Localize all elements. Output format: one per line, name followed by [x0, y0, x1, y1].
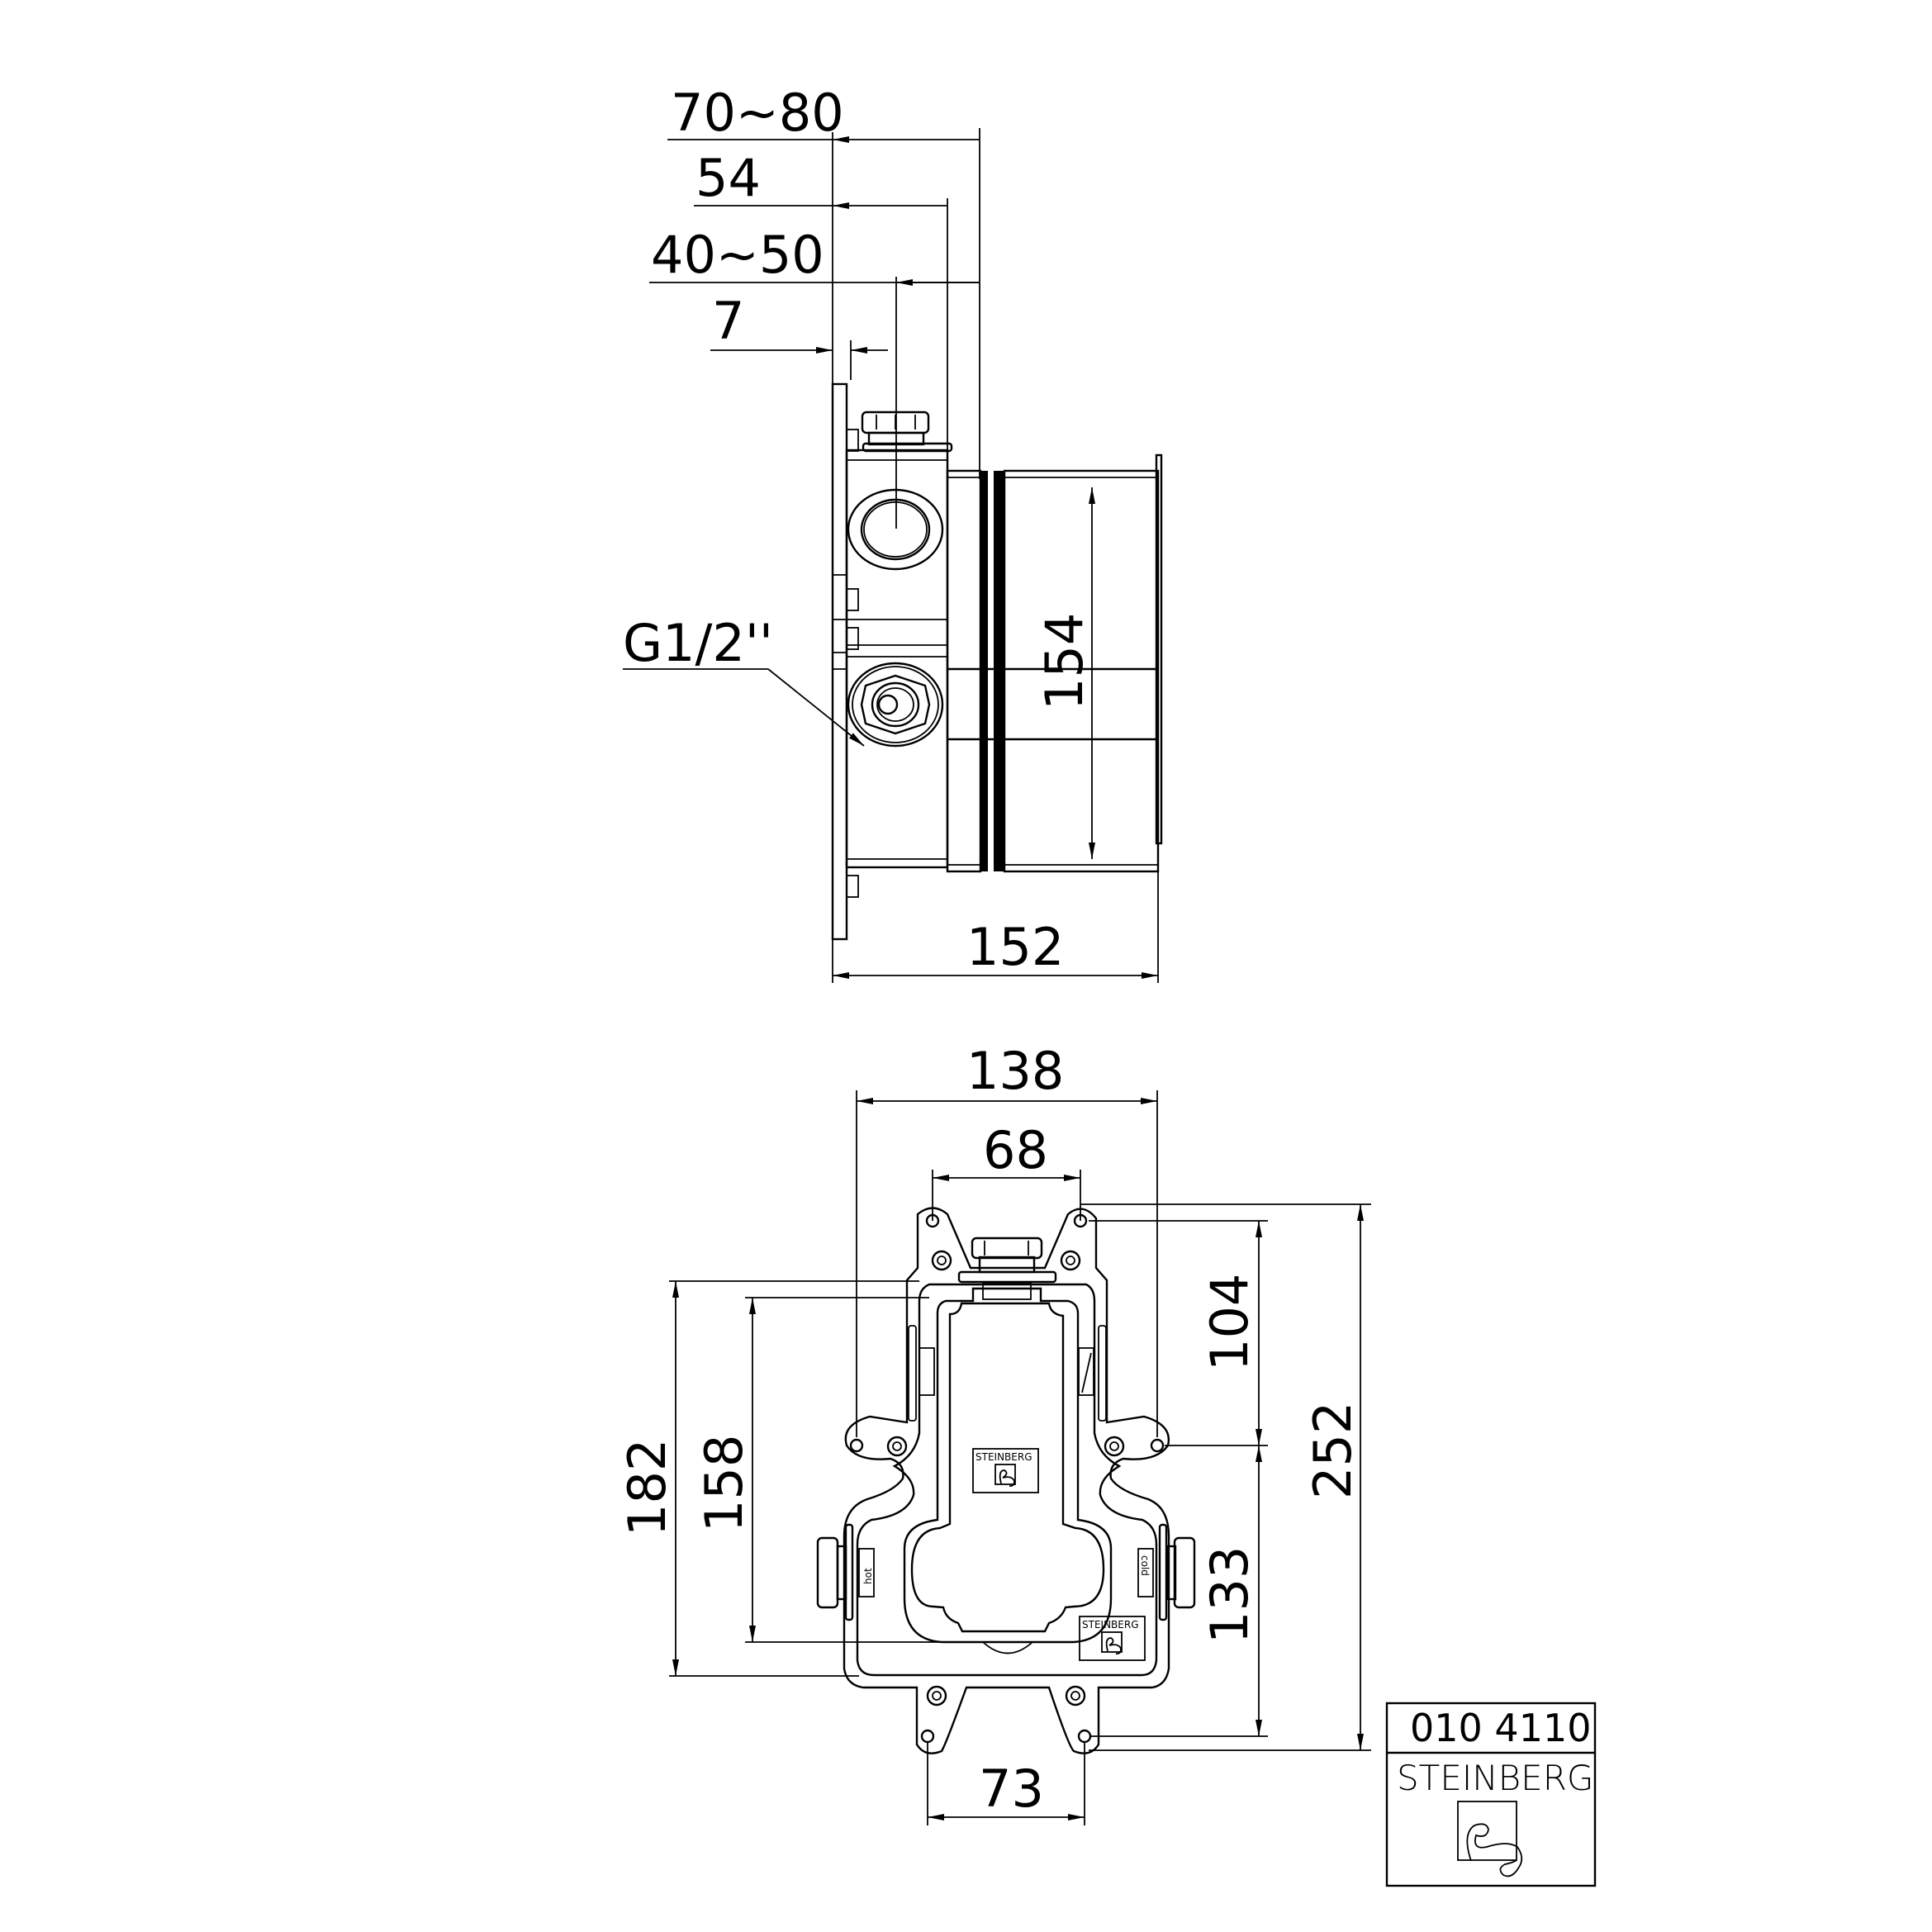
dim-138: 138 — [856, 1041, 1158, 1437]
dim-133: 133 — [1199, 1445, 1262, 1736]
dim-54: 54 — [694, 148, 947, 209]
cold-label: cold — [1137, 1548, 1154, 1597]
svg-text:133: 133 — [1199, 1546, 1260, 1644]
brand-stamp-lower: STEINBERG — [1079, 1616, 1146, 1661]
svg-text:104: 104 — [1199, 1274, 1260, 1371]
screw-bosses — [886, 1250, 1125, 1707]
article-number: 010 4110 — [1410, 1706, 1592, 1750]
dim-152: 152 — [833, 917, 1158, 979]
svg-text:182: 182 — [617, 1439, 677, 1536]
svg-text:STEINBERG: STEINBERG — [975, 1451, 1032, 1463]
dim-182: 182 — [617, 1281, 679, 1676]
svg-text:hot: hot — [862, 1568, 874, 1584]
svg-text:7: 7 — [712, 291, 744, 351]
dim-68: 68 — [932, 1120, 1081, 1221]
dim-40-50: 40~50 — [649, 225, 980, 286]
brand-stamp-upper: STEINBERG — [972, 1448, 1039, 1493]
front-view: 138 68 — [617, 1041, 1371, 1825]
svg-text:cold: cold — [1139, 1555, 1151, 1576]
dim-104: 104 — [1199, 1221, 1262, 1445]
steinberg-logo-icon — [1457, 1801, 1523, 1877]
svg-text:158: 158 — [694, 1435, 754, 1532]
svg-text:40~50: 40~50 — [651, 225, 824, 285]
brand-name: STEINBERG — [1397, 1758, 1593, 1798]
dim-70-80: 70~80 — [667, 83, 980, 143]
svg-text:STEINBERG: STEINBERG — [1082, 1619, 1139, 1631]
title-block: 010 4110 STEINBERG — [1385, 1702, 1597, 1887]
hot-label: hot — [858, 1548, 875, 1597]
callout-g12: G1/2'' — [623, 613, 865, 747]
dim-73: 73 — [927, 1741, 1085, 1825]
side-view: 70~80 54 40~50 7 — [623, 83, 1163, 983]
dim-158: 158 — [694, 1298, 756, 1642]
dim-252: 252 — [1303, 1204, 1364, 1750]
svg-text:54: 54 — [695, 148, 761, 208]
dim-154: 154 — [1034, 487, 1095, 859]
dim-7: 7 — [710, 291, 888, 354]
svg-text:68: 68 — [983, 1120, 1048, 1180]
svg-text:252: 252 — [1303, 1402, 1363, 1499]
svg-text:138: 138 — [966, 1041, 1064, 1101]
svg-text:70~80: 70~80 — [671, 83, 844, 143]
svg-text:73: 73 — [979, 1759, 1044, 1819]
svg-text:G1/2'': G1/2'' — [623, 613, 773, 673]
svg-text:154: 154 — [1034, 613, 1094, 710]
svg-text:152: 152 — [966, 917, 1064, 977]
